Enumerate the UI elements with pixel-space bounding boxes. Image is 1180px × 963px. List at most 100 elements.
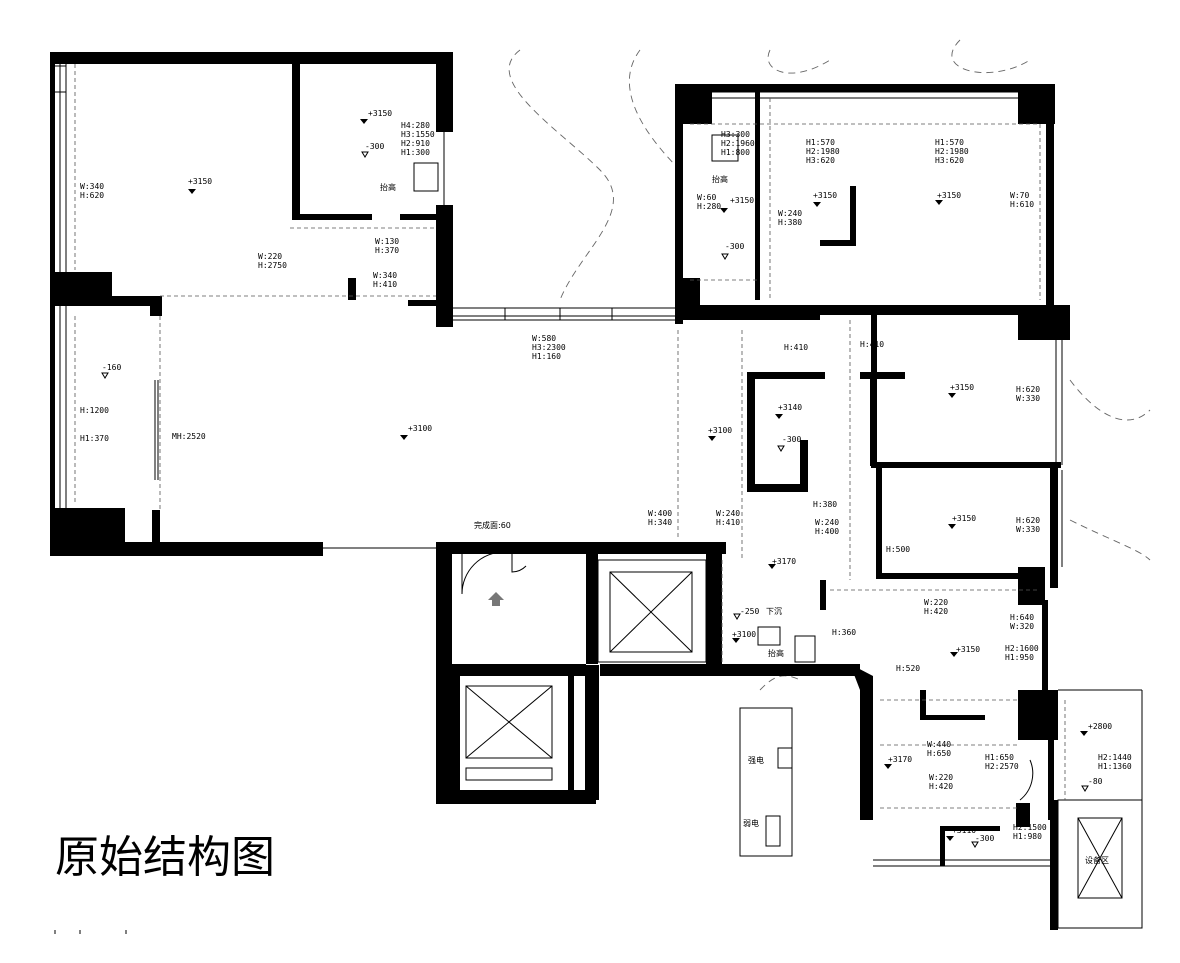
dimension-label: H3:2300 <box>532 343 566 352</box>
dimension-label: W:240 <box>716 509 740 518</box>
level-label: +3100 <box>408 424 432 433</box>
dimension-label: H:370 <box>375 246 399 255</box>
dimension-label: H:620 <box>1016 385 1040 394</box>
dimension-label: H2:2570 <box>985 762 1019 771</box>
dimension-label: W:240 <box>815 518 839 527</box>
dimension-label: W:580 <box>532 334 556 343</box>
finish-surface-label: 完成面:60 <box>474 520 511 530</box>
dimension-label: H:520 <box>896 664 920 673</box>
level-label: -300 <box>782 435 801 444</box>
dimension-label: W:340 <box>373 271 397 280</box>
dimension-label: H:420 <box>924 607 948 616</box>
dimension-label: H1:160 <box>532 352 561 361</box>
dimension-label: W:220 <box>929 773 953 782</box>
dimension-label: H3:620 <box>935 156 964 165</box>
dimension-label: H3:620 <box>806 156 835 165</box>
level-label: +3150 <box>952 514 976 523</box>
level-label: -80 <box>1088 777 1103 786</box>
level-label: -160 <box>102 363 121 372</box>
dimension-label: W:440 <box>927 740 951 749</box>
level-label: +3150 <box>188 177 212 186</box>
level-label: -300 <box>725 242 744 251</box>
dimension-label: H1:570 <box>806 138 835 147</box>
dimension-label: W:60 <box>697 193 716 202</box>
equipment-area-label: 设备区 <box>1085 855 1109 865</box>
dimension-label: H:280 <box>697 202 721 211</box>
level-label: +2800 <box>1088 722 1112 731</box>
dimension-label: H:610 <box>1010 200 1034 209</box>
dimension-label: H2:1600 <box>1005 644 1039 653</box>
level-label: +3150 <box>937 191 961 200</box>
raised-label: 抬高 <box>768 648 784 658</box>
drawing-title: 原始结构图 <box>55 832 275 883</box>
dimension-label: H1:980 <box>1013 832 1042 841</box>
level-label: +3150 <box>368 109 392 118</box>
level-label: +3150 <box>950 383 974 392</box>
dimension-label: H:410 <box>860 340 884 349</box>
dimension-label: H1:800 <box>721 148 750 157</box>
dimension-label: H:410 <box>784 343 808 352</box>
dimension-label: H2:1960 <box>721 139 755 148</box>
dimension-label: H3:1550 <box>401 130 435 139</box>
dimension-label: W:340 <box>80 182 104 191</box>
level-label: +3170 <box>772 557 796 566</box>
dimension-label: H:640 <box>1010 613 1034 622</box>
sunken-label: 下沉 <box>766 607 782 616</box>
dimension-label: H:380 <box>778 218 802 227</box>
level-label: +3170 <box>888 755 912 764</box>
dimension-label: H:400 <box>815 527 839 536</box>
dimension-label: H2:1500 <box>1013 823 1047 832</box>
dimension-label: H1:570 <box>935 138 964 147</box>
landscape-curves <box>508 39 1151 691</box>
dimension-label: H:500 <box>886 545 910 554</box>
level-marker <box>188 189 196 194</box>
raised-label: 抬高 <box>380 182 396 192</box>
dimension-label: H4:280 <box>401 121 430 130</box>
level-label: -250 <box>740 607 759 616</box>
level-label: +3150 <box>730 196 754 205</box>
dimension-label: W:220 <box>924 598 948 607</box>
level-marker <box>360 119 368 124</box>
dimension-label: H2:1980 <box>806 147 840 156</box>
dimension-label: H2:1980 <box>935 147 969 156</box>
level-label: -300 <box>975 834 994 843</box>
walls <box>50 52 1070 930</box>
dimension-label: MH:2520 <box>172 432 206 441</box>
raised-label: 抬高 <box>712 174 728 184</box>
dimension-label: H:380 <box>813 500 837 509</box>
dimension-label: H:410 <box>373 280 397 289</box>
dimension-label: H:360 <box>832 628 856 637</box>
level-label: +3100 <box>732 630 756 639</box>
windows-thin-lines <box>51 64 1143 934</box>
dimension-labels: +3150 -300 H4:280 H3:1550 H2:910 H1:300 … <box>80 109 1132 865</box>
dimension-label: H:1200 <box>80 406 109 415</box>
dimension-label: H1:1360 <box>1098 762 1132 771</box>
weak-current-label: 弱电 <box>743 818 759 828</box>
level-label: -300 <box>365 142 384 151</box>
dimension-label: W:400 <box>648 509 672 518</box>
dimension-label: H:2750 <box>258 261 287 270</box>
dimension-label: H1:300 <box>401 148 430 157</box>
dimension-label: W:330 <box>1016 394 1040 403</box>
dimension-label: H:620 <box>1016 516 1040 525</box>
dimension-label: W:320 <box>1010 622 1034 631</box>
dimension-label: W:330 <box>1016 525 1040 534</box>
dimension-label: H:410 <box>716 518 740 527</box>
dimension-label: W:240 <box>778 209 802 218</box>
dimension-label: H:650 <box>927 749 951 758</box>
dimension-label: H1:650 <box>985 753 1014 762</box>
dimension-label: W:220 <box>258 252 282 261</box>
dimension-label: W:130 <box>375 237 399 246</box>
beam-dashed-lines <box>74 64 1066 809</box>
level-label: +3140 <box>778 403 802 412</box>
dimension-label: H1:370 <box>80 434 109 443</box>
dimension-label: H:420 <box>929 782 953 791</box>
dimension-label: H3:300 <box>721 130 750 139</box>
dimension-label: H2:910 <box>401 139 430 148</box>
level-label: +3150 <box>813 191 837 200</box>
strong-current-label: 强电 <box>748 755 764 765</box>
level-label: +3150 <box>956 645 980 654</box>
dimension-label: H:340 <box>648 518 672 527</box>
dimension-label: W:70 <box>1010 191 1029 200</box>
